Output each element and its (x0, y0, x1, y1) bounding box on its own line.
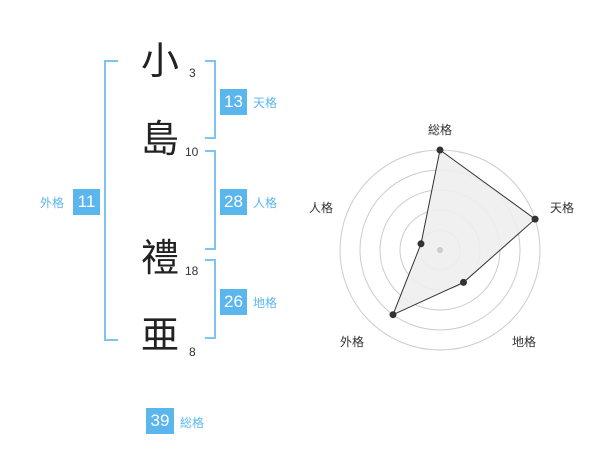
radar-center-dot (437, 247, 443, 253)
radar-point-4 (389, 311, 397, 319)
tenkaku-bracket (205, 60, 216, 139)
radar-point-5 (417, 240, 425, 248)
radar-point-3 (460, 278, 467, 286)
name-char-3: 禮 (141, 236, 180, 280)
gaikaku-value-badge: 11 (73, 189, 100, 215)
gaikaku-bracket (104, 60, 118, 341)
jinkaku-label: 人格 (253, 196, 278, 210)
stroke-count-1: 3 (189, 66, 196, 80)
radar-axis-label-4: 外格 (340, 334, 364, 349)
stroke-count-3: 18 (185, 264, 199, 278)
radar-axis-label-5: 人格 (309, 200, 333, 215)
chikaku-label: 地格 (253, 296, 278, 310)
name-char-4: 亜 (141, 313, 180, 357)
stroke-count-2: 10 (185, 145, 199, 159)
soukaku-label: 総格 (180, 416, 205, 430)
tenkaku-value-badge: 13 (220, 89, 247, 115)
radar-area (392, 149, 536, 316)
stroke-count-4: 8 (189, 345, 196, 359)
name-char-1: 小 (141, 39, 180, 83)
jinkaku-bracket (205, 150, 216, 250)
radar-axis-label-2: 天格 (550, 200, 574, 215)
gaikaku-label: 外格 (40, 196, 65, 210)
chikaku-bracket (205, 259, 216, 339)
radar-axis-label-3: 地格 (512, 334, 536, 349)
chikaku-value-badge: 26 (220, 289, 247, 315)
radar-point-2 (531, 215, 539, 223)
radar-axis-label-1: 総格 (428, 122, 452, 137)
tenkaku-label: 天格 (253, 96, 278, 110)
soukaku-value-badge: 39 (146, 408, 174, 434)
name-char-2: 島 (141, 117, 180, 161)
radar-point-1 (436, 146, 444, 154)
jinkaku-value-badge: 28 (220, 189, 247, 215)
